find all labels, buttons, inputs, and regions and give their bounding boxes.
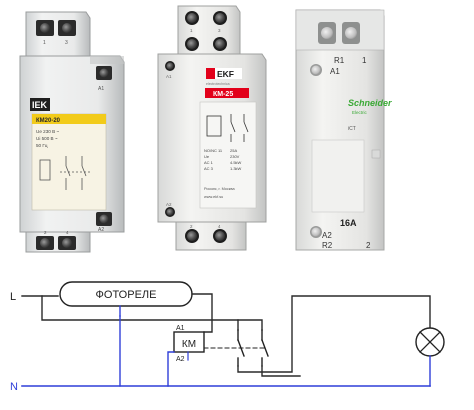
- contact-km: [203, 329, 269, 367]
- wire-photorelay-out: [191, 293, 213, 333]
- spec-line: Ue 230 В ~: [36, 129, 59, 134]
- spec-line: 50 Гц: [36, 143, 48, 148]
- terminal-label: A2: [166, 202, 172, 207]
- wire-l-to-contact: [41, 295, 239, 331]
- terminal-label: 2: [190, 224, 193, 229]
- terminal-screw-iek-a1: [99, 68, 109, 78]
- spec-line: AC 3: [204, 166, 214, 171]
- spec-line: 25A: [230, 148, 237, 153]
- terminal-screw-ekf-3: [215, 13, 225, 23]
- terminal-screw-schneider-r1: [321, 27, 333, 39]
- terminal-label: 1: [190, 28, 193, 33]
- terminal-screw-ekf-1: [187, 13, 197, 23]
- coil-terminal-a2: A2: [176, 356, 185, 363]
- schneider-logo: Schneider Electric: [348, 98, 392, 115]
- svg-text:electrotechnica: electrotechnica: [206, 82, 230, 86]
- front-label-iek: [31, 113, 107, 211]
- terminal-label: R1: [334, 56, 345, 65]
- spec-line: AC 1: [204, 160, 214, 165]
- svg-text:IEK: IEK: [32, 100, 48, 110]
- terminal-label: 2: [366, 241, 371, 250]
- terminal-label: A1: [98, 86, 104, 92]
- spec-line: Ui 500 В ~: [36, 136, 58, 141]
- terminal-label: A2: [322, 231, 332, 240]
- model-band: [32, 114, 106, 124]
- terminal-label: A1: [166, 74, 172, 79]
- terminal-label: A2: [98, 227, 104, 233]
- svg-text:Electric: Electric: [352, 110, 368, 115]
- label-n: N: [10, 381, 18, 393]
- ekf-logo: EKF electrotechnica: [206, 68, 242, 86]
- photorelay-label: ФОТОРЕЛЕ: [96, 289, 157, 301]
- model-label: iCT: [348, 126, 356, 132]
- contact-symbol-iek: [39, 156, 90, 190]
- coil-km: [173, 331, 205, 353]
- wiring-schematic: [21, 281, 445, 387]
- svg-text:EKF: EKF: [217, 69, 234, 79]
- contactor-schneider: R1 1 A1 Schneider Electric iCT 16A A2 R2…: [295, 9, 392, 251]
- terminal-label: 3: [65, 40, 68, 46]
- terminal-label: R2: [322, 241, 333, 250]
- contactor-iek: 1 3 A1 IEK КМ20-20 Ue 230 В ~ Ui 500 В ~…: [19, 11, 125, 253]
- wire-to-lamp: [237, 295, 431, 373]
- iek-logo: IEK: [30, 98, 50, 111]
- front-label-ekf: [199, 101, 257, 209]
- spec-line: Ue: [204, 154, 210, 159]
- spec-line: NO/NC 11: [204, 148, 223, 153]
- terminal-screw-schneider-1: [345, 27, 357, 39]
- terminal-label: 1: [43, 40, 46, 46]
- lamp-icon: [415, 327, 445, 357]
- coil-label: КМ: [182, 339, 196, 350]
- maker-line: Россия, г. Москва: [204, 187, 235, 191]
- terminal-label: 1: [362, 56, 367, 65]
- rating-label: 16A: [340, 218, 357, 228]
- front-window: [311, 139, 365, 213]
- terminal-label: 2: [44, 230, 47, 235]
- spec-line: 4.5kW: [230, 160, 242, 165]
- contactor-ekf: 1 3 EKF electrotechnica КМ-25 NO/NC 11 U…: [157, 5, 267, 251]
- model-label: КМ-25: [213, 91, 233, 98]
- svg-text:Schneider: Schneider: [348, 98, 392, 108]
- terminal-label: 4: [66, 230, 69, 235]
- spec-line: 1.3kW: [230, 166, 242, 171]
- model-label: КМ20-20: [36, 118, 61, 124]
- contact-symbol-ekf: [206, 114, 249, 142]
- spec-line: 230V: [230, 154, 240, 159]
- coil-terminal-a1: A1: [176, 325, 185, 332]
- model-band: [205, 88, 249, 98]
- terminal-label: 4: [218, 224, 221, 229]
- terminal-label: 3: [218, 28, 221, 33]
- terminal-label: A1: [330, 67, 340, 76]
- website: www.ekf.su: [204, 195, 223, 199]
- label-l: L: [10, 291, 16, 303]
